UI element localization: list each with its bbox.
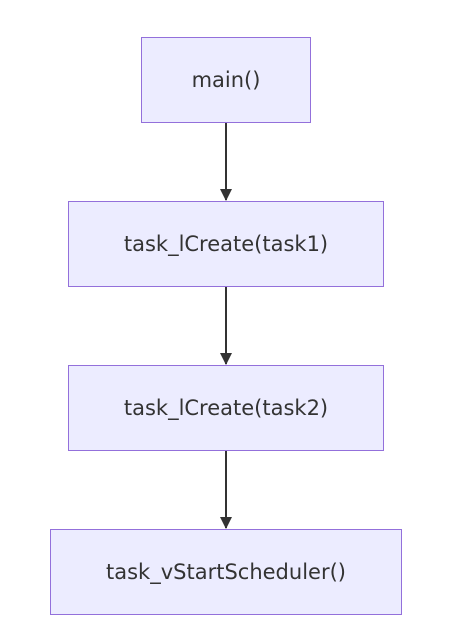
node-task-create-task2: task_lCreate(task2): [68, 365, 384, 451]
node-main: main(): [141, 37, 311, 123]
node-task-create-task1-label: task_lCreate(task1): [123, 232, 329, 256]
node-task-create-task1: task_lCreate(task1): [68, 201, 384, 287]
node-task-start-scheduler: task_vStartScheduler(): [50, 529, 402, 615]
node-task-start-scheduler-label: task_vStartScheduler(): [106, 560, 346, 584]
node-task-create-task2-label: task_lCreate(task2): [123, 396, 329, 420]
node-main-label: main(): [191, 68, 261, 92]
